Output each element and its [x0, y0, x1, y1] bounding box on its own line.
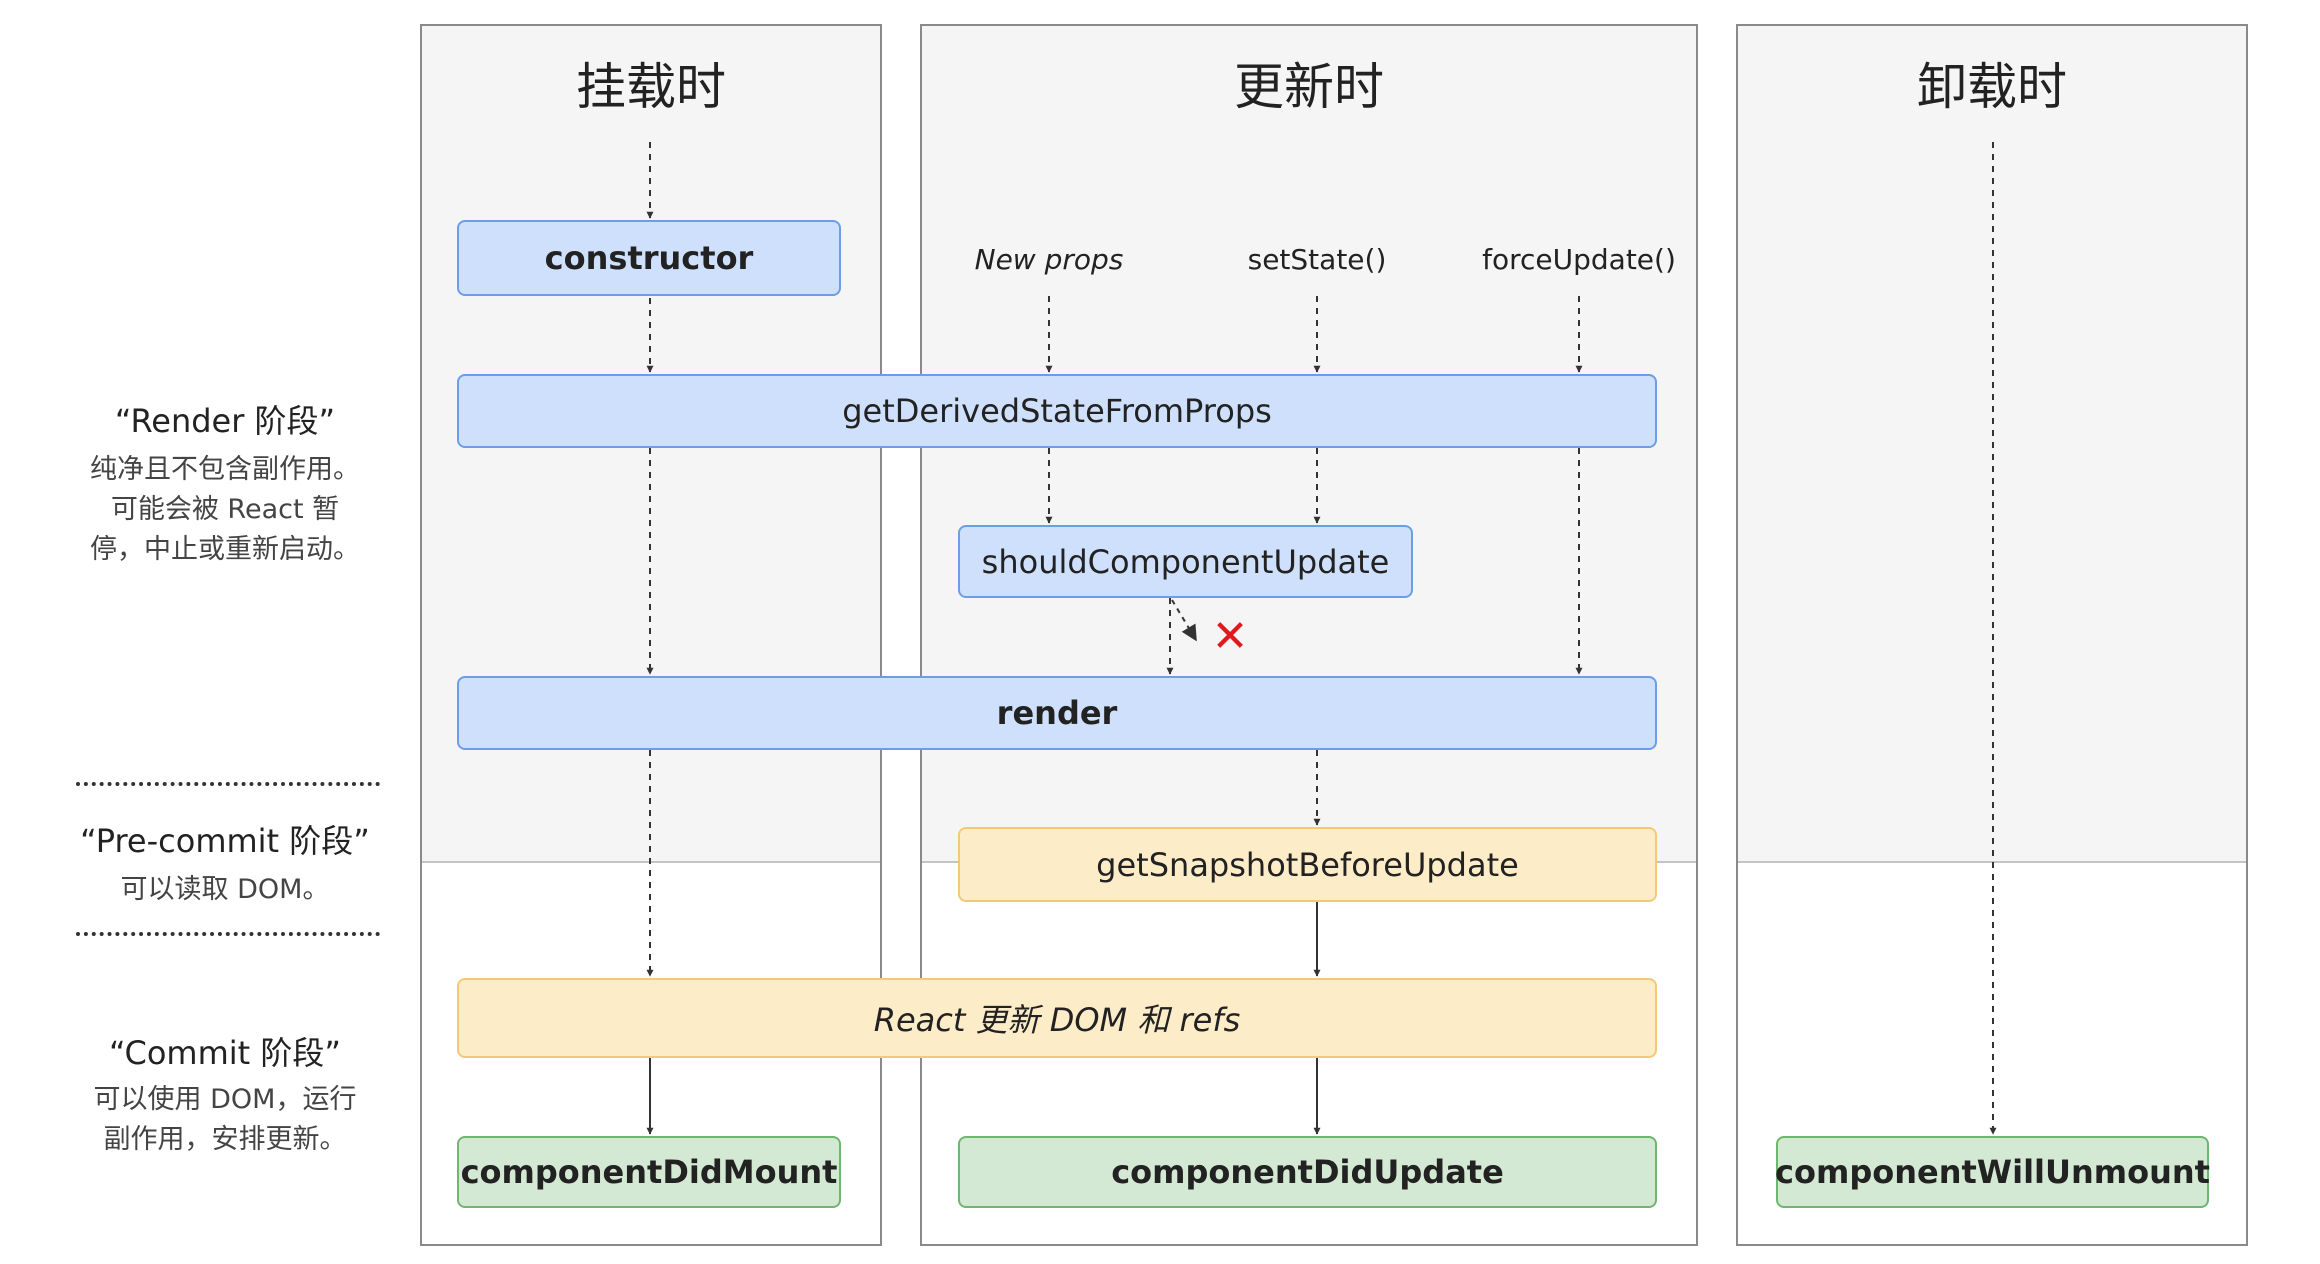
should-component-update-box: shouldComponentUpdate: [958, 525, 1413, 598]
get-derived-state-from-props-box: getDerivedStateFromProps: [457, 374, 1657, 448]
constructor-box: constructor: [457, 220, 841, 296]
cross-mark-icon: ✕: [1211, 611, 1249, 662]
render-phase-description: 纯净且不包含副作用。 可能会被 React 暂 停，中止或重新启动。: [90, 454, 360, 565]
update-column-title: 更新时: [1234, 58, 1384, 116]
unmount-column-title: 卸载时: [1917, 58, 2067, 116]
component-did-mount-box: componentDidMount: [457, 1136, 841, 1208]
render-box: render: [457, 676, 1657, 750]
get-snapshot-before-update-box: getSnapshotBeforeUpdate: [958, 827, 1657, 902]
component-did-update-box: componentDidUpdate: [958, 1136, 1657, 1208]
trigger-set-state: setState(): [1247, 243, 1387, 276]
precommit-phase-description: 可以读取 DOM。: [120, 874, 330, 905]
commit-phase-description: 可以使用 DOM，运行 副作用，安排更新。: [93, 1084, 357, 1155]
phase-separator: [76, 932, 380, 936]
trigger-new-props: New props: [974, 243, 1124, 276]
component-will-unmount-box: componentWillUnmount: [1775, 1136, 2210, 1208]
mount-column-frame: [420, 24, 882, 1246]
precommit-phase-title: “Pre-commit 阶段”: [80, 822, 370, 860]
mount-column-title: 挂载时: [576, 58, 726, 116]
update-column-frame: [920, 24, 1698, 1246]
commit-phase-title: “Commit 阶段”: [109, 1034, 341, 1072]
react-updates-dom-box: React 更新 DOM 和 refs: [457, 978, 1657, 1058]
trigger-force-update: forceUpdate(): [1482, 243, 1676, 276]
unmount-column-frame: [1736, 24, 2248, 1246]
render-phase-title: “Render 阶段”: [114, 402, 336, 440]
phase-separator: [76, 782, 380, 786]
